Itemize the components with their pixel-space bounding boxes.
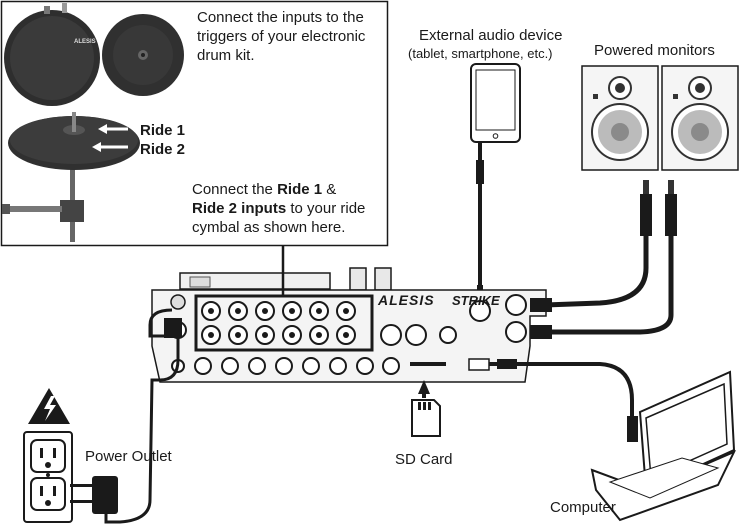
power-outlet-label: Power Outlet (85, 448, 172, 465)
connect-inputs-line-3: drum kit. (197, 47, 255, 64)
powered-monitors-label: Powered monitors (594, 42, 715, 59)
drum-module (151, 267, 547, 383)
drum-pad-icon: ALESIS (4, 3, 100, 106)
external-audio-label: External audio device (419, 27, 563, 44)
usb-plug (627, 416, 638, 442)
brand-label: ALESIS (378, 292, 435, 308)
connect-inputs-line-2: triggers of your electronic (197, 28, 366, 45)
speaker-right-icon (661, 65, 739, 171)
sd-card-icon (411, 380, 441, 437)
ride-1-label: Ride 1 (140, 122, 186, 139)
connect-inputs-line-1: Connect the inputs to the (197, 9, 364, 26)
svg-text:ALESIS: ALESIS (74, 39, 96, 45)
cymbal-pad-icon (102, 14, 184, 96)
computer-label: Computer (550, 499, 616, 516)
high-voltage-warning-icon (28, 388, 70, 424)
sd-card-label: SD Card (395, 451, 453, 468)
trs-plug-left (640, 180, 652, 236)
tablet-icon (470, 63, 521, 143)
laptop-icon (590, 370, 737, 522)
ride-text-line-2: Ride 2 inputs to your ride (192, 200, 366, 217)
power-adapter-icon (70, 476, 118, 514)
ride-2-label: Ride 2 (140, 141, 186, 158)
speaker-left-icon (581, 65, 659, 171)
external-audio-sublabel: (tablet, smartphone, etc.) (408, 46, 553, 61)
ride-text-line-3: cymbal as shown here. (192, 219, 346, 236)
mini-jack-plug (476, 160, 484, 184)
ride-arrows (92, 124, 128, 152)
model-label: STRIKE (452, 293, 500, 308)
trs-plug-right (665, 180, 677, 236)
ride-text-line-1: Connect the Ride 1 & (192, 181, 337, 198)
power-outlet-icon (23, 431, 73, 523)
